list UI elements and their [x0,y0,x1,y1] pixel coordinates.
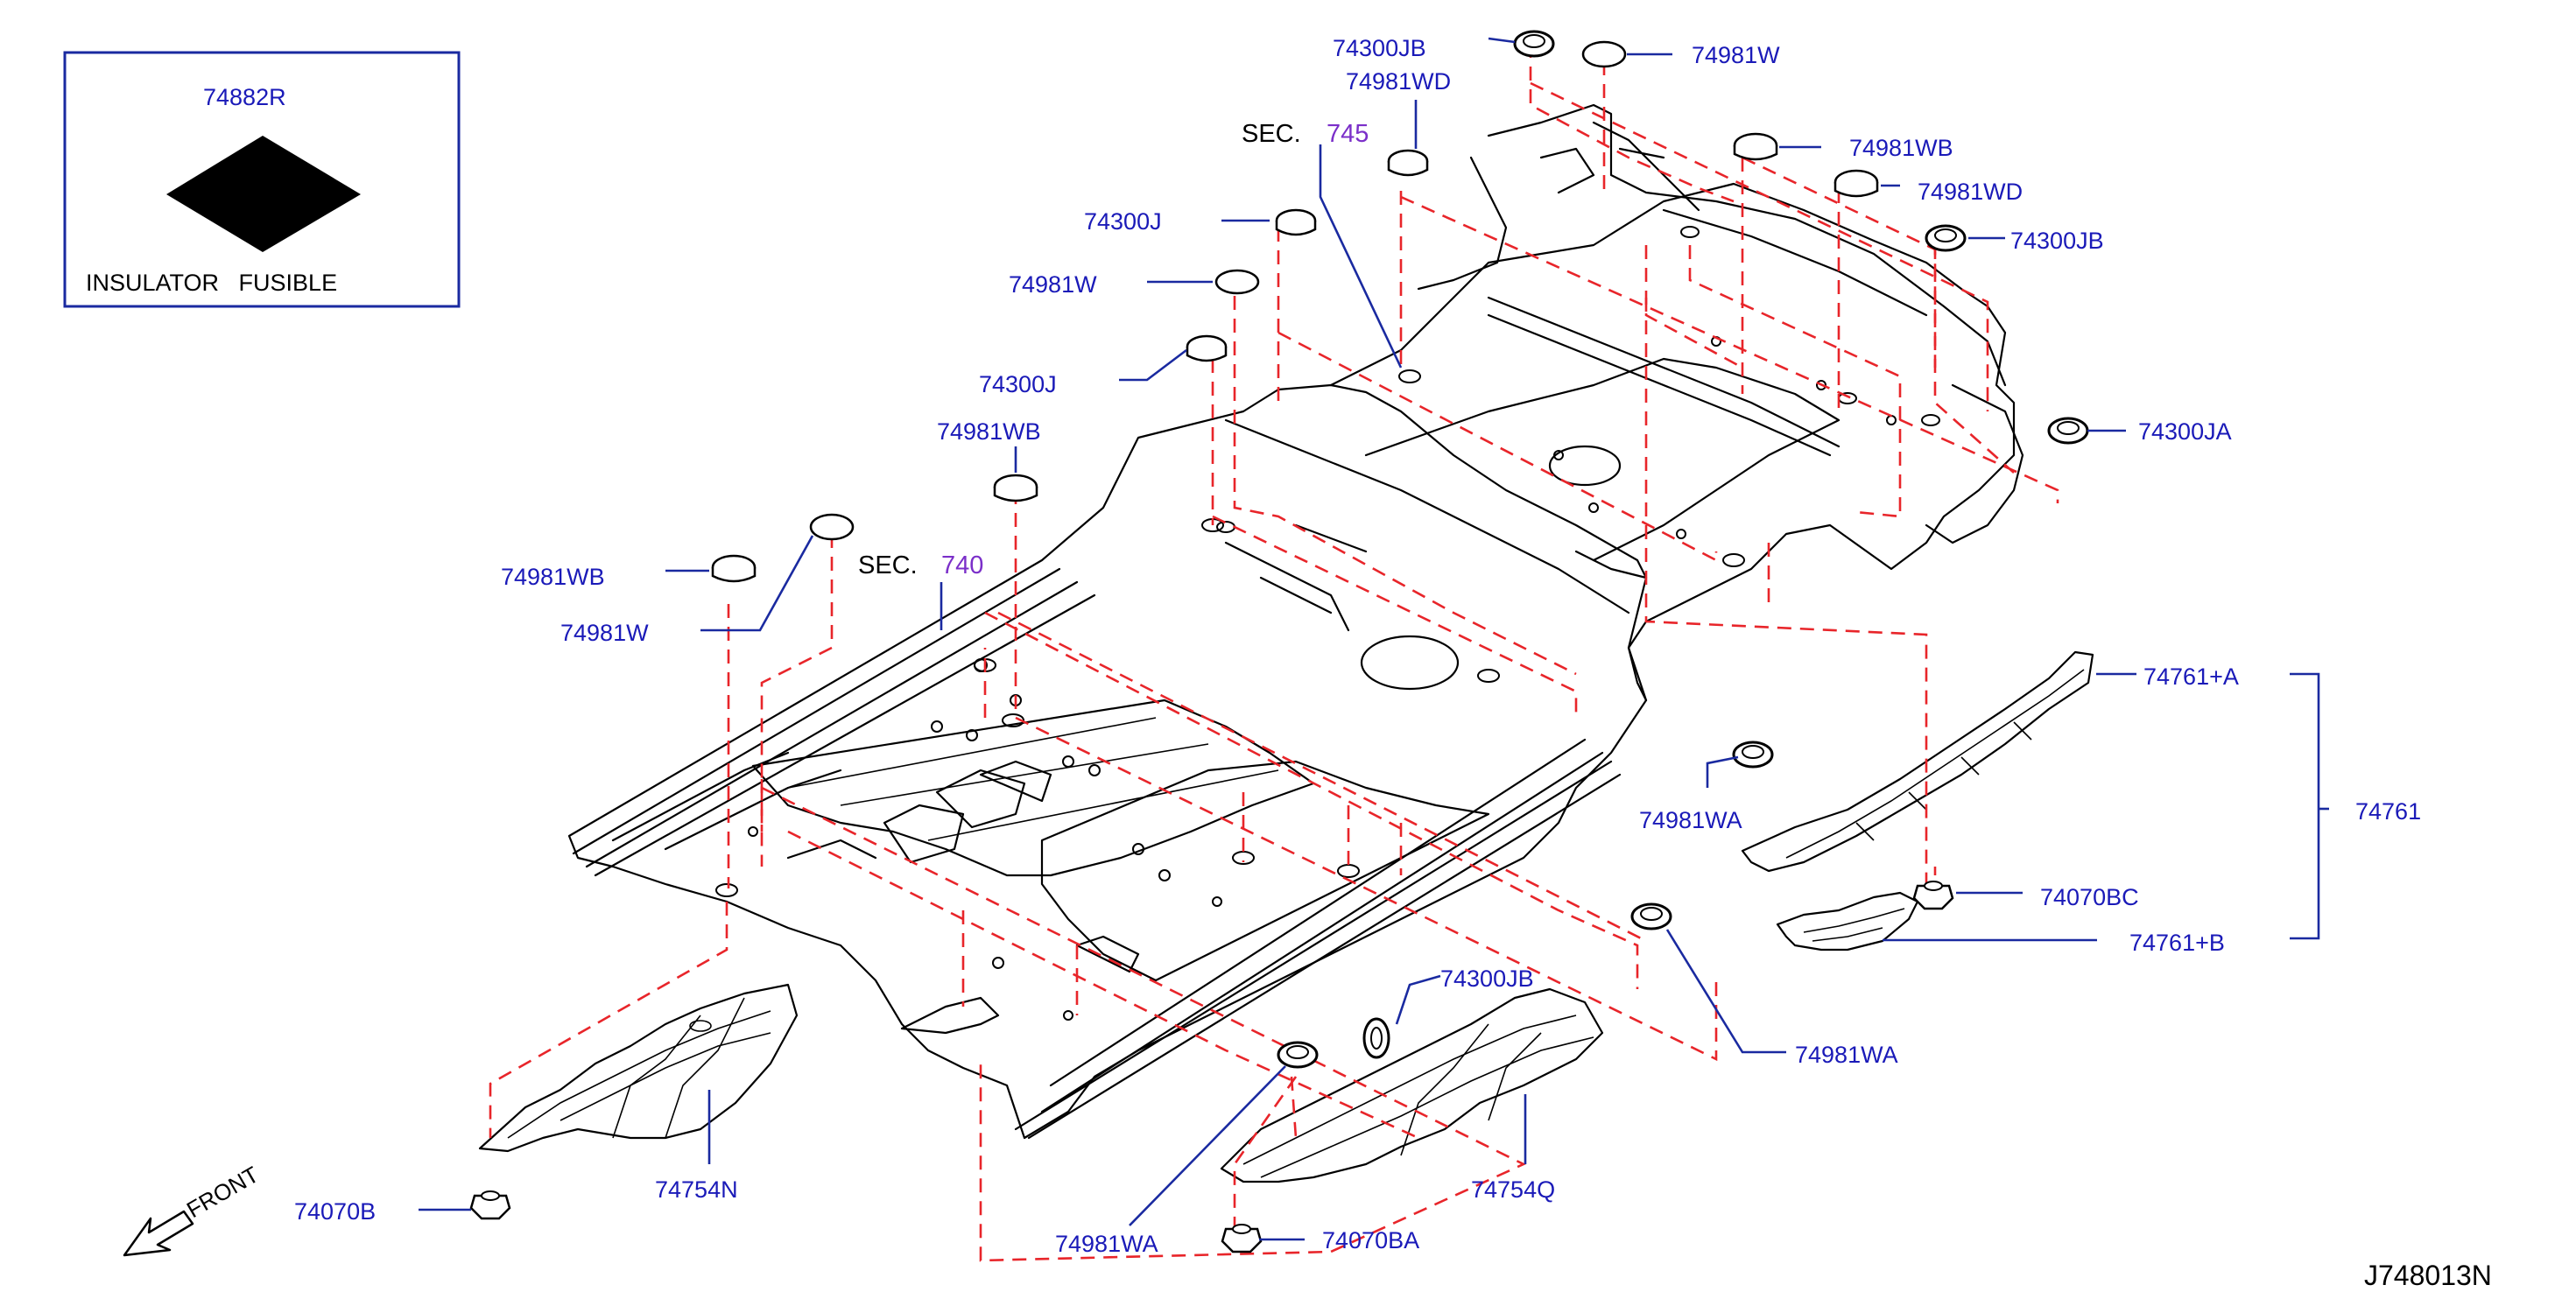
insulator-74761A [1741,650,2094,873]
grommet-icon[interactable] [1732,741,1774,769]
label-74981WA-right[interactable]: 74981WA [1639,807,1742,833]
front-indicator: FRONT [123,1161,264,1257]
plug-icon[interactable] [1186,334,1228,362]
label-74070BC[interactable]: 74070BC [2040,884,2139,910]
grommet-icon[interactable] [1513,30,1555,58]
label-74981W-mid[interactable]: 74981W [1009,271,1097,298]
label-74981WD-top[interactable]: 74981WD [1346,68,1451,95]
diagram-code: J748013N [2364,1260,2492,1291]
clip-nut-icon[interactable] [469,1190,511,1220]
plug-icon[interactable] [809,513,855,541]
label-74981W-left[interactable]: 74981W [560,620,649,646]
label-74300JB-top[interactable]: 74300JB [1333,35,1426,61]
label-74981WB-mid[interactable]: 74981WB [937,418,1041,445]
leader-lines [419,37,2329,1241]
label-74754N[interactable]: 74754N [655,1176,738,1203]
section-ref-740-number[interactable]: 740 [941,551,983,579]
section-ref-740-prefix: SEC. [858,551,918,579]
plug-icon[interactable] [1387,149,1429,177]
plug-icon[interactable] [1833,169,1879,198]
plug-icon[interactable] [711,554,757,583]
label-74070B[interactable]: 74070B [294,1198,376,1225]
grommet-icon[interactable] [1630,902,1672,930]
section-ref-745[interactable]: SEC. 745 [1242,120,1369,148]
floor-panel-drawing [567,103,2024,1140]
insulator-fusible-icon [166,136,361,252]
label-74300J-lower[interactable]: 74300J [979,371,1057,397]
inset-frame [63,51,461,308]
part-labels: 74300JB 74981W 74981WD 74981WB 74981WD 7… [294,35,2421,1257]
front-label: FRONT [182,1161,264,1223]
insulator-74761B [1776,891,1919,951]
label-74761B[interactable]: 74761+B [2129,930,2225,956]
insulator-74754Q [1220,987,1604,1183]
label-74981WB-left[interactable]: 74981WB [501,564,605,590]
inset-part-number[interactable]: 74882R [203,84,286,110]
floor-holes [748,336,1897,1021]
inset-insulator-fusible: 74882R INSULATOR FUSIBLE [63,51,461,308]
label-74754Q[interactable]: 74754Q [1471,1176,1555,1203]
clip-nut-icon[interactable] [1221,1224,1263,1253]
label-74300JB-right[interactable]: 74300JB [2010,228,2104,254]
section-ref-745-prefix: SEC. [1242,120,1301,148]
label-74300JA[interactable]: 74300JA [2138,418,2232,445]
plug-icon[interactable] [1581,40,1627,68]
grommet-icon[interactable] [1925,224,1967,252]
right-sill [1014,738,1622,1140]
plug-icon[interactable] [993,474,1038,502]
label-74981W-top[interactable]: 74981W [1692,42,1780,68]
inset-caption: INSULATOR FUSIBLE [86,270,337,296]
fasteners [469,30,2089,1253]
left-sill [572,567,1096,877]
label-74070BA[interactable]: 74070BA [1322,1227,1419,1253]
rear-floor-outline [1329,182,2016,702]
label-74300J-upper[interactable]: 74300J [1084,208,1162,235]
clip-nut-icon[interactable] [1912,881,1954,910]
plug-icon[interactable] [1733,132,1778,161]
plug-icon[interactable] [1275,208,1317,236]
insulator-74754N [478,983,799,1153]
label-74981WD-right[interactable]: 74981WD [1918,179,2023,205]
grommet-icon[interactable] [2047,417,2089,445]
label-74761[interactable]: 74761 [2355,798,2421,825]
front-floor-outline [567,383,1648,1140]
section-ref-745-number[interactable]: 745 [1327,120,1369,148]
label-74981WB-right[interactable]: 74981WB [1849,135,1953,161]
dashed-assembly-lines [489,44,2059,1262]
center-tunnel [751,699,1315,877]
label-74300JB-bottom[interactable]: 74300JB [1440,965,1534,992]
plug-icon[interactable] [1214,269,1260,295]
label-74981WA-bottom[interactable]: 74981WA [1055,1231,1158,1257]
label-74761A[interactable]: 74761+A [2143,664,2239,690]
section-ref-740[interactable]: SEC. 740 [858,551,983,579]
grommet-icon[interactable] [1277,1041,1319,1069]
label-74981WA-lower[interactable]: 74981WA [1795,1042,1898,1068]
grommet-icon[interactable] [1362,1017,1390,1059]
front-arrow-icon [123,1210,194,1257]
